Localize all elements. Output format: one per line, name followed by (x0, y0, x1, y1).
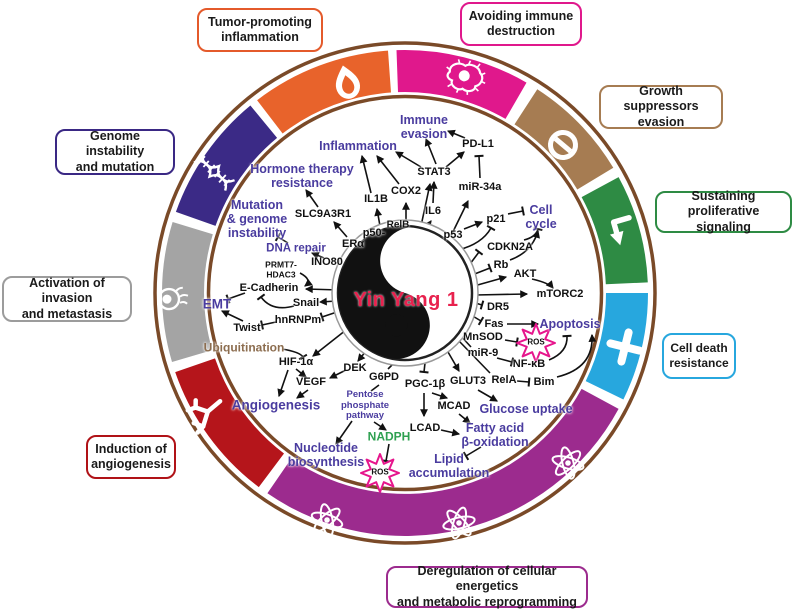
node-p53: p53 (443, 228, 463, 241)
node-nucleotide-biosynthesis: Nucleotide biosynthesis (287, 441, 365, 469)
node-angiogenesis: Angiogenesis (231, 397, 321, 413)
hallmark-box-growth-suppressors-evasion: Growth suppressors evasion (599, 84, 723, 129)
node-mir34a: miR-34a (458, 180, 502, 193)
hallmark-box-induction-angiogenesis: Induction of angiogenesis (86, 435, 176, 479)
hallmark-box-tumor-promoting-inflammation: Tumor-promoting inflammation (197, 8, 323, 52)
node-dek: DEK (343, 361, 367, 374)
prohibition-icon (548, 130, 578, 160)
node-apoptosis: Apoptosis (539, 317, 601, 331)
node-g6pd: G6PD (369, 370, 399, 383)
node-hnrnpm: hnRNPm (274, 313, 322, 326)
node-stat3: STAT3 (417, 165, 451, 178)
node-fatty-acid-oxidation: Fatty acid β-oxidation (461, 421, 529, 449)
ring-segment-activation-invasion (161, 222, 213, 362)
node-p21: p21 (486, 212, 506, 225)
node-lipid-accumulation: Lipid accumulation (408, 452, 490, 480)
ring-icons (157, 59, 644, 544)
node-slc9a3r1: SLC9A3R1 (294, 207, 352, 220)
ring-segment-induction-angiogenesis (175, 358, 284, 488)
node-dna-repair: DNA repair (266, 242, 326, 255)
node-immune-evasion: Immune evasion (400, 113, 448, 141)
hallmark-box-cell-death-resistance: Cell death resistance (662, 333, 736, 379)
node-inflammation: Inflammation (319, 139, 397, 153)
ring-segment-growth-suppressors-evasion (514, 89, 614, 190)
node-fas: Fas (484, 317, 504, 330)
node-mir9: miR-9 (467, 346, 499, 359)
node-nadph: NADPH (367, 429, 411, 444)
node-cell-cycle: Cell cycle (525, 203, 557, 231)
ring-segment-genome-instability (175, 105, 278, 226)
amoeba-cell-icon (446, 59, 486, 95)
node-vegf: VEGF (296, 375, 326, 388)
node-mutation-genome: Mutation & genome instability (226, 198, 288, 240)
node-mcad: MCAD (437, 399, 471, 412)
node-pgc1b: PGC-1β (404, 377, 446, 390)
ros-label: ROS (371, 467, 389, 477)
node-snail: Snail (292, 296, 320, 309)
hallmark-box-genome-instability: Genome instability and mutation (55, 129, 175, 175)
cross-icon (606, 328, 644, 366)
node-mtorc2: mTORC2 (536, 287, 584, 300)
inner-ring-outline (206, 94, 604, 492)
node-hormone-therapy: Hormone therapy resistance (250, 162, 354, 190)
node-era: ERα (341, 237, 365, 250)
node-ecadherin: E-Cadherin (239, 281, 299, 294)
node-ino80: INO80 (311, 255, 343, 268)
node-bim: Bim (533, 375, 555, 388)
node-ubiquitination: Ubiquitination (203, 340, 285, 355)
node-hif1a: HIF-1α (278, 355, 314, 368)
node-pdl1: PD-L1 (462, 137, 494, 150)
bent-arrow-icon (609, 215, 632, 246)
node-relb: RelB (386, 219, 410, 231)
node-twist: Twist (233, 321, 261, 334)
outer-ring-outline (153, 41, 657, 545)
migrating-cell-icon (157, 286, 189, 311)
center-title: Yin Yang 1 (353, 288, 459, 311)
node-cox2: COX2 (391, 184, 421, 197)
node-dr5: DR5 (486, 300, 510, 313)
node-il1b: IL1B (364, 192, 388, 205)
ring-segment-avoiding-immune-destruction (396, 49, 527, 119)
ring-segment-tumor-promoting-inflammation (257, 50, 391, 134)
yin-yang-symbol (331, 219, 479, 367)
node-emt: EMT (202, 296, 232, 312)
node-glut3: GLUT3 (449, 374, 487, 387)
node-pentose-pathway: Pentose phosphate pathway (340, 389, 390, 422)
dna-helix-icon (193, 151, 235, 191)
node-rela: RelA (491, 373, 517, 386)
node-mnsod: MnSOD (463, 330, 503, 343)
node-nfkb: NF-κB (512, 357, 546, 370)
node-glucose-uptake: Glucose uptake (479, 402, 573, 416)
vessel-icon (185, 398, 223, 435)
node-prmt7-hdac3: PRMT7- HDAC3 (265, 259, 297, 279)
hallmark-box-avoiding-immune-destruction: Avoiding immune destruction (460, 2, 582, 46)
flame-icon (335, 65, 361, 99)
node-akt: AKT (513, 267, 537, 280)
node-cdkn2a: CDKN2A (487, 240, 533, 253)
hallmark-box-sustaining-proliferative: Sustaining proliferative signaling (655, 189, 792, 234)
hallmark-box-deregulation-energetics: Deregulation of cellular energetics and … (386, 564, 588, 609)
node-il6: IL6 (425, 204, 441, 217)
ring-segment-deregulation-energetics (267, 388, 619, 537)
node-p50: p50- (362, 226, 386, 239)
node-rb: Rb (493, 258, 509, 271)
hallmark-box-activation-invasion: Activation of invasion and metastasis (2, 276, 132, 322)
node-lcad: LCAD (409, 421, 441, 434)
ros-label: ROS (527, 337, 545, 347)
